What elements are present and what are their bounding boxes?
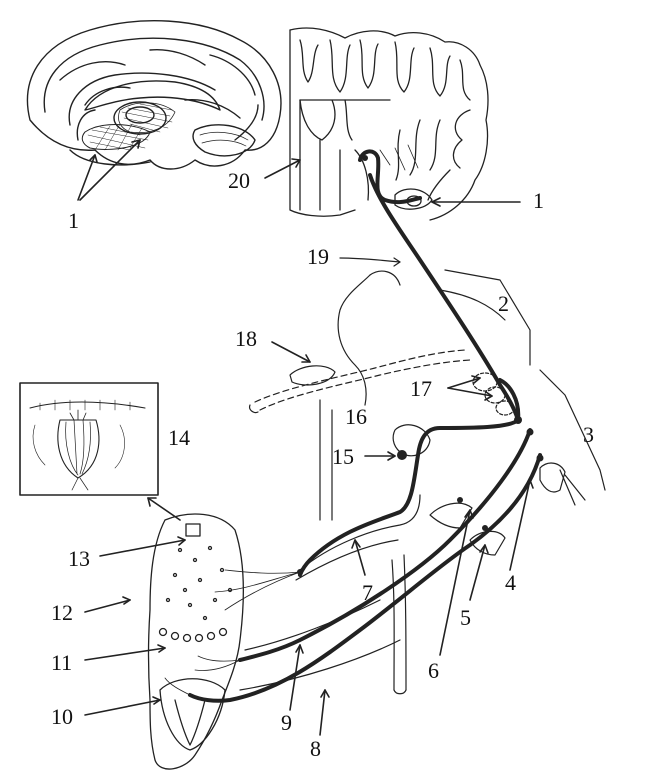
- label-2: 2: [498, 291, 509, 316]
- tongue-illustration: [147, 513, 301, 770]
- neuron-nuclei: [297, 155, 544, 575]
- label-20-arrow: [264, 158, 301, 179]
- label-9: 9: [281, 710, 292, 735]
- label-11: 11: [51, 650, 73, 675]
- label-8: 8: [310, 736, 321, 761]
- label-13: 13: [68, 546, 90, 571]
- label-14: 14: [168, 425, 190, 450]
- label-5: 5: [460, 605, 471, 630]
- label-19: 19: [307, 244, 329, 269]
- label-1-right-arrow: [431, 197, 521, 207]
- label-18: 18: [235, 326, 257, 351]
- label-10: 10: [51, 704, 73, 729]
- label-1-medial: 1: [68, 208, 79, 233]
- label-arrows-mid: [84, 341, 534, 736]
- label-6: 6: [428, 658, 439, 683]
- nerve-outlines: [239, 257, 606, 695]
- label-1-arrows: [77, 139, 141, 201]
- label-20: 20: [228, 168, 250, 193]
- label-12: 12: [51, 600, 73, 625]
- taste-bud-inset: [19, 382, 159, 496]
- label-15: 15: [332, 444, 354, 469]
- label-17: 17: [410, 376, 432, 401]
- label-1-coronal: 1: [533, 188, 544, 213]
- label-3: 3: [583, 422, 594, 447]
- label-4: 4: [505, 570, 516, 595]
- medial-brain-illustration: [26, 20, 282, 170]
- label-16: 16: [345, 404, 367, 429]
- gustatory-tract: [188, 149, 542, 703]
- label-7: 7: [362, 580, 373, 605]
- coronal-brain-section: [289, 27, 489, 221]
